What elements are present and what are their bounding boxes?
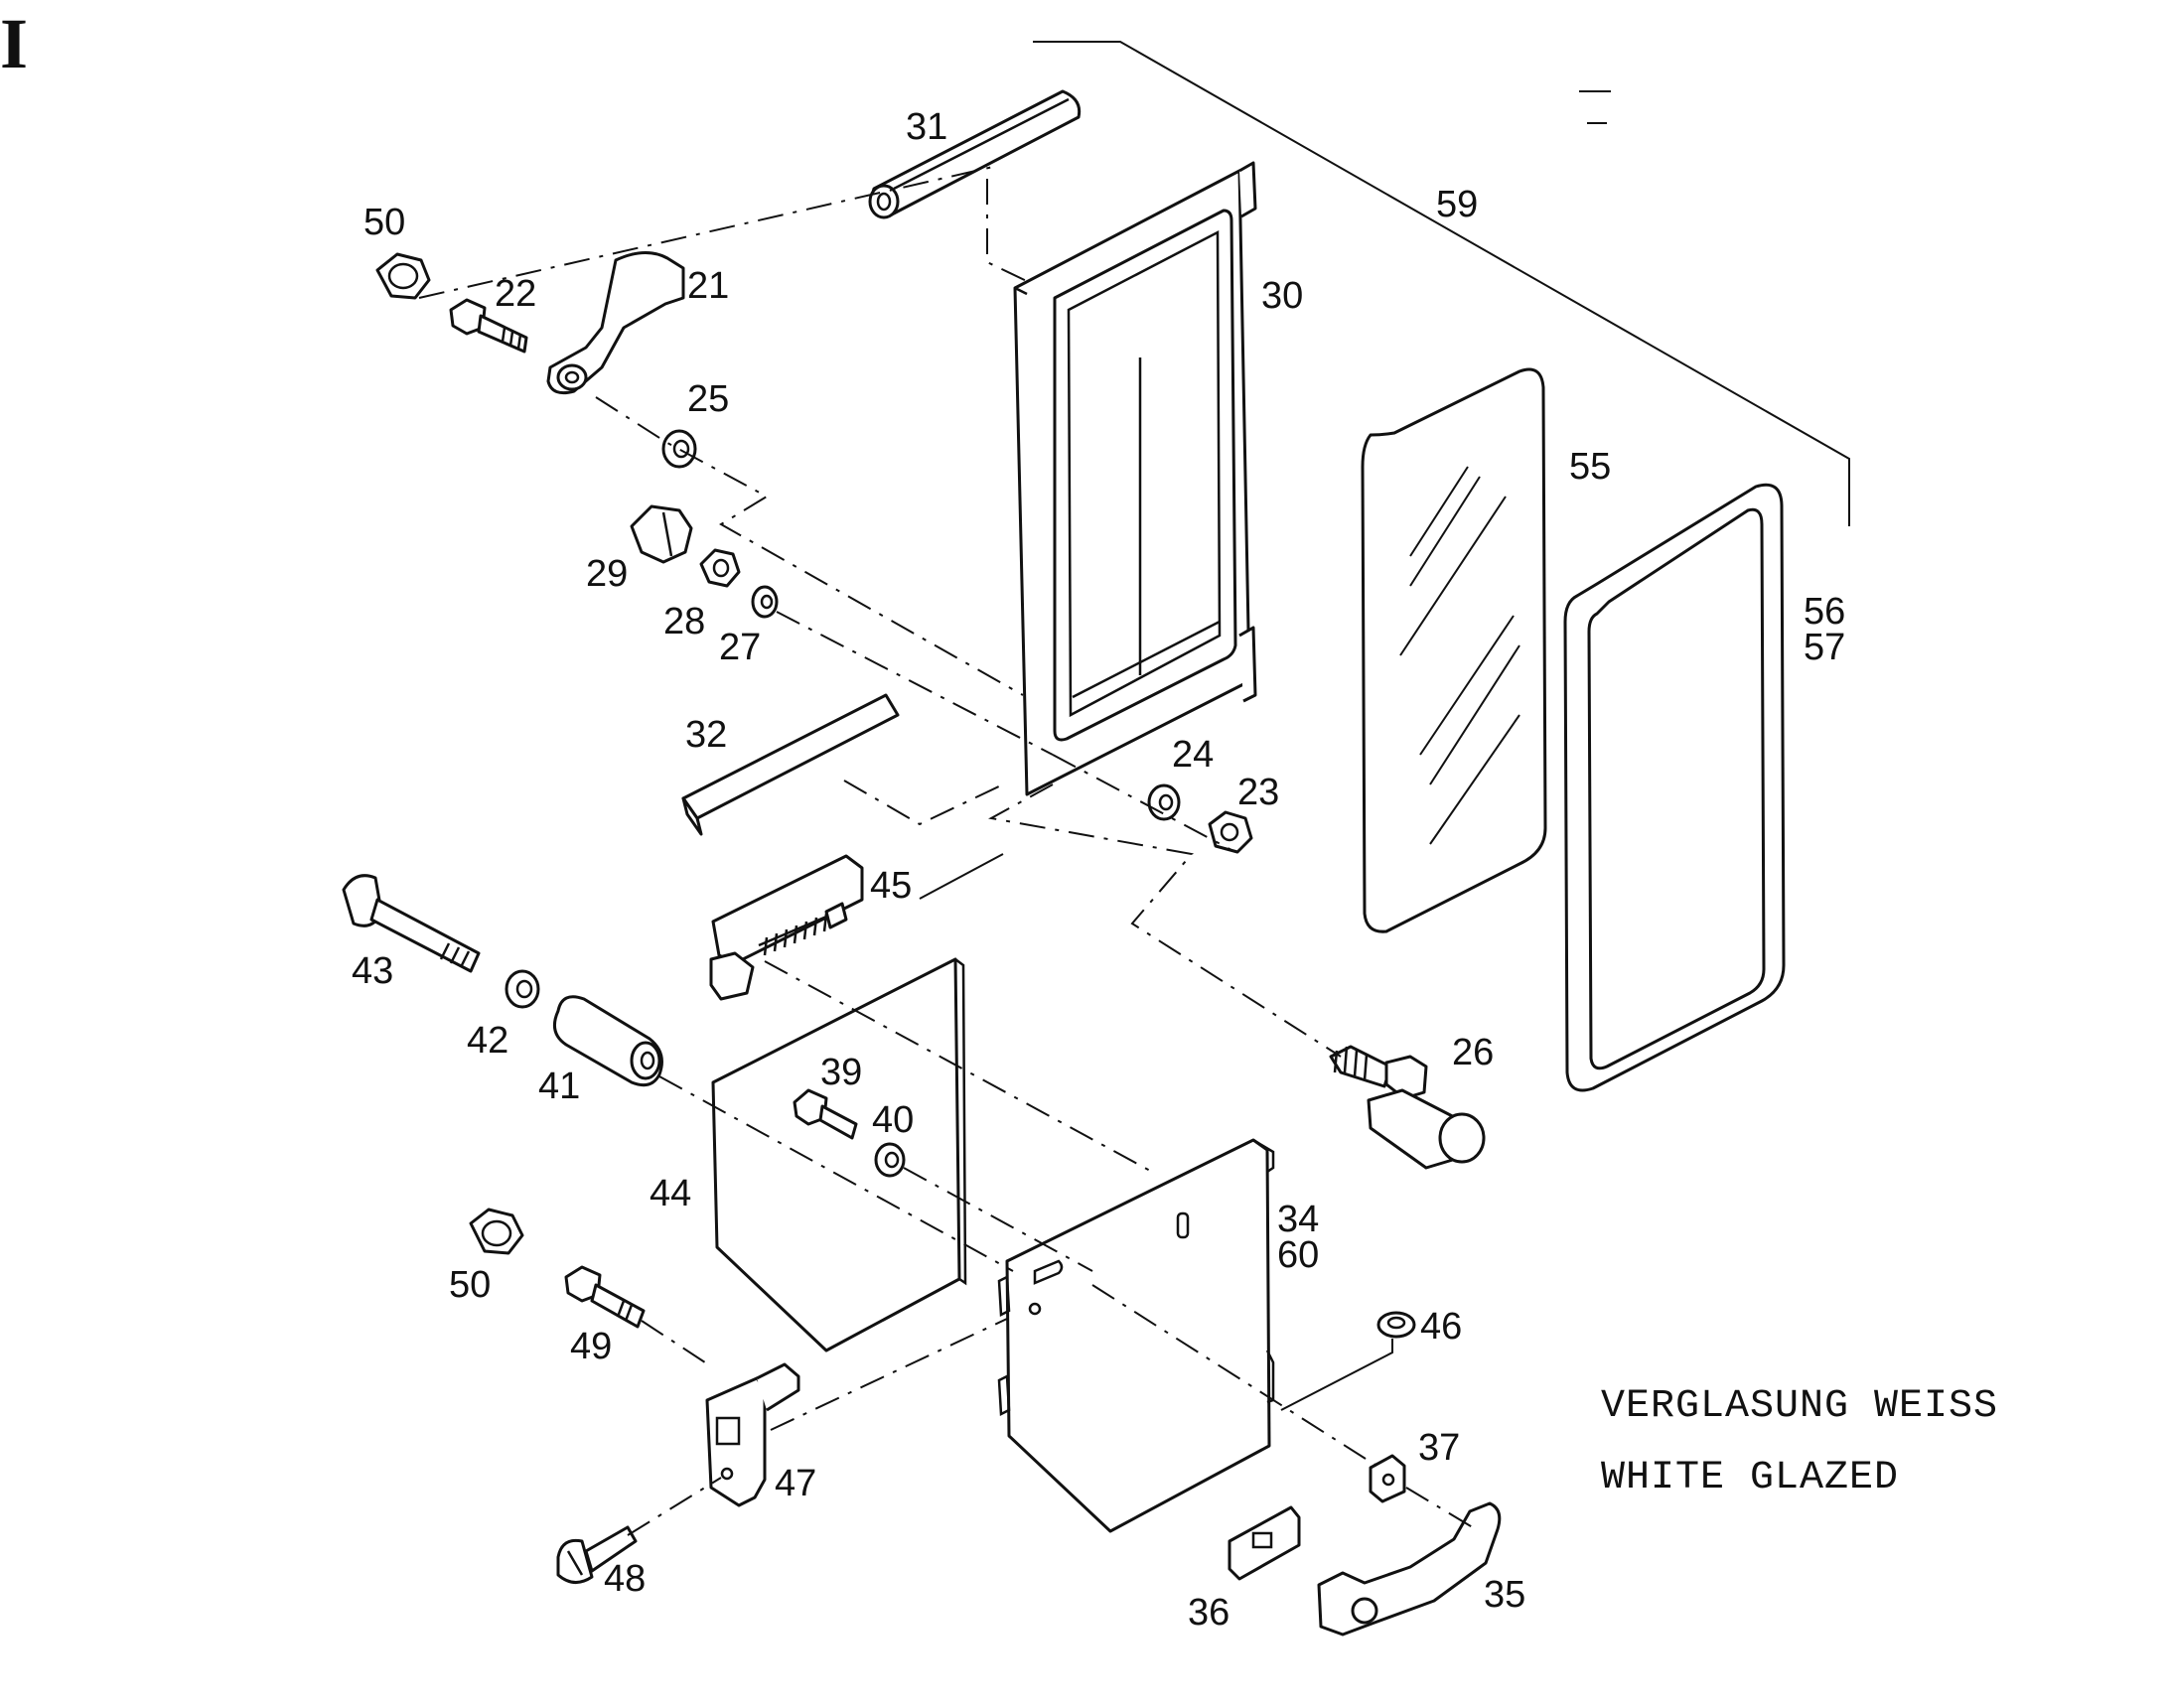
callout-43: 43 [352, 950, 393, 992]
part-50-cap-nut-top [375, 252, 431, 300]
callout-50-lower: 50 [449, 1264, 491, 1306]
callout-57: 57 [1804, 627, 1845, 668]
callout-45: 45 [870, 865, 912, 907]
part-26-pivot-bolt [1329, 1045, 1486, 1170]
callout-21: 21 [687, 265, 729, 307]
callout-40: 40 [872, 1099, 914, 1141]
callout-60: 60 [1277, 1234, 1319, 1276]
callout-49: 49 [570, 1326, 612, 1367]
part-40-washer [874, 1142, 906, 1178]
part-21-handle-lever [546, 251, 685, 395]
part-31-seal-rod [868, 89, 1082, 219]
callout-32: 32 [685, 714, 727, 756]
assembly-59-bracket [1033, 41, 1850, 526]
callout-25: 25 [687, 378, 729, 420]
callout-48: 48 [604, 1558, 646, 1600]
part-47-striker [705, 1362, 800, 1507]
note-line-german: VERGLASUNG WEISS [1601, 1384, 1998, 1429]
part-23-nut [1208, 810, 1253, 854]
part-48-screw [556, 1525, 638, 1584]
part-37-pad [1369, 1454, 1406, 1503]
part-36-pad [1228, 1505, 1301, 1581]
callout-44: 44 [650, 1173, 691, 1214]
part-56-57-glass-seal [1563, 483, 1786, 1092]
callout-56: 56 [1804, 591, 1845, 633]
callout-50-top: 50 [363, 202, 405, 243]
part-49-bolt [564, 1265, 646, 1329]
part-34-60-lock-plate [997, 1138, 1275, 1533]
assembly-centerlines [418, 166, 1477, 1536]
part-25-washer [661, 429, 697, 469]
part-29-cap-nut [630, 504, 693, 564]
callout-36: 36 [1188, 1592, 1229, 1634]
part-55-glass-pane [1361, 367, 1547, 933]
callout-28: 28 [663, 601, 705, 642]
note-line-english: WHITE GLAZED [1601, 1456, 1899, 1500]
callout-55: 55 [1569, 446, 1611, 488]
page-corner-mark: I [0, 4, 28, 83]
part-24-washer [1147, 783, 1181, 821]
part-50-cap-nut-lower [469, 1208, 524, 1255]
part-45-latch-plate [709, 854, 864, 1001]
callout-42: 42 [467, 1020, 508, 1062]
part-28-nut [699, 548, 741, 588]
callout-27: 27 [719, 627, 761, 668]
callout-22: 22 [495, 273, 536, 315]
part-32-strip [681, 693, 900, 836]
callout-37: 37 [1418, 1427, 1460, 1469]
callout-47: 47 [775, 1463, 816, 1504]
callout-labels: 31 50 22 21 30 59 25 55 29 28 27 56 57 3… [352, 106, 1845, 1634]
callout-35: 35 [1484, 1574, 1525, 1616]
callout-46: 46 [1420, 1306, 1462, 1348]
part-42-washer [505, 969, 540, 1009]
callout-41: 41 [538, 1066, 580, 1107]
callout-24: 24 [1172, 734, 1214, 776]
part-30-window-frame [1013, 161, 1257, 796]
part-22-bolt [449, 298, 528, 354]
callout-23: 23 [1237, 772, 1279, 813]
callout-26: 26 [1452, 1032, 1494, 1073]
part-46-washer [1376, 1311, 1416, 1339]
callout-39: 39 [820, 1052, 862, 1093]
part-27-washer [751, 585, 779, 619]
callout-31: 31 [906, 106, 947, 148]
glazing-note: VERGLASUNG WEISS WHITE GLAZED [1601, 1384, 1998, 1500]
part-39-screw [793, 1088, 858, 1140]
part-44-panel [711, 957, 967, 1352]
part-43-long-bolt [342, 874, 481, 973]
part-35-pull-handle [1317, 1501, 1502, 1637]
callout-30: 30 [1261, 275, 1303, 317]
callout-34: 34 [1277, 1199, 1319, 1240]
callout-59: 59 [1436, 184, 1478, 225]
callout-29: 29 [586, 553, 628, 595]
part-41-spacer [552, 995, 663, 1087]
